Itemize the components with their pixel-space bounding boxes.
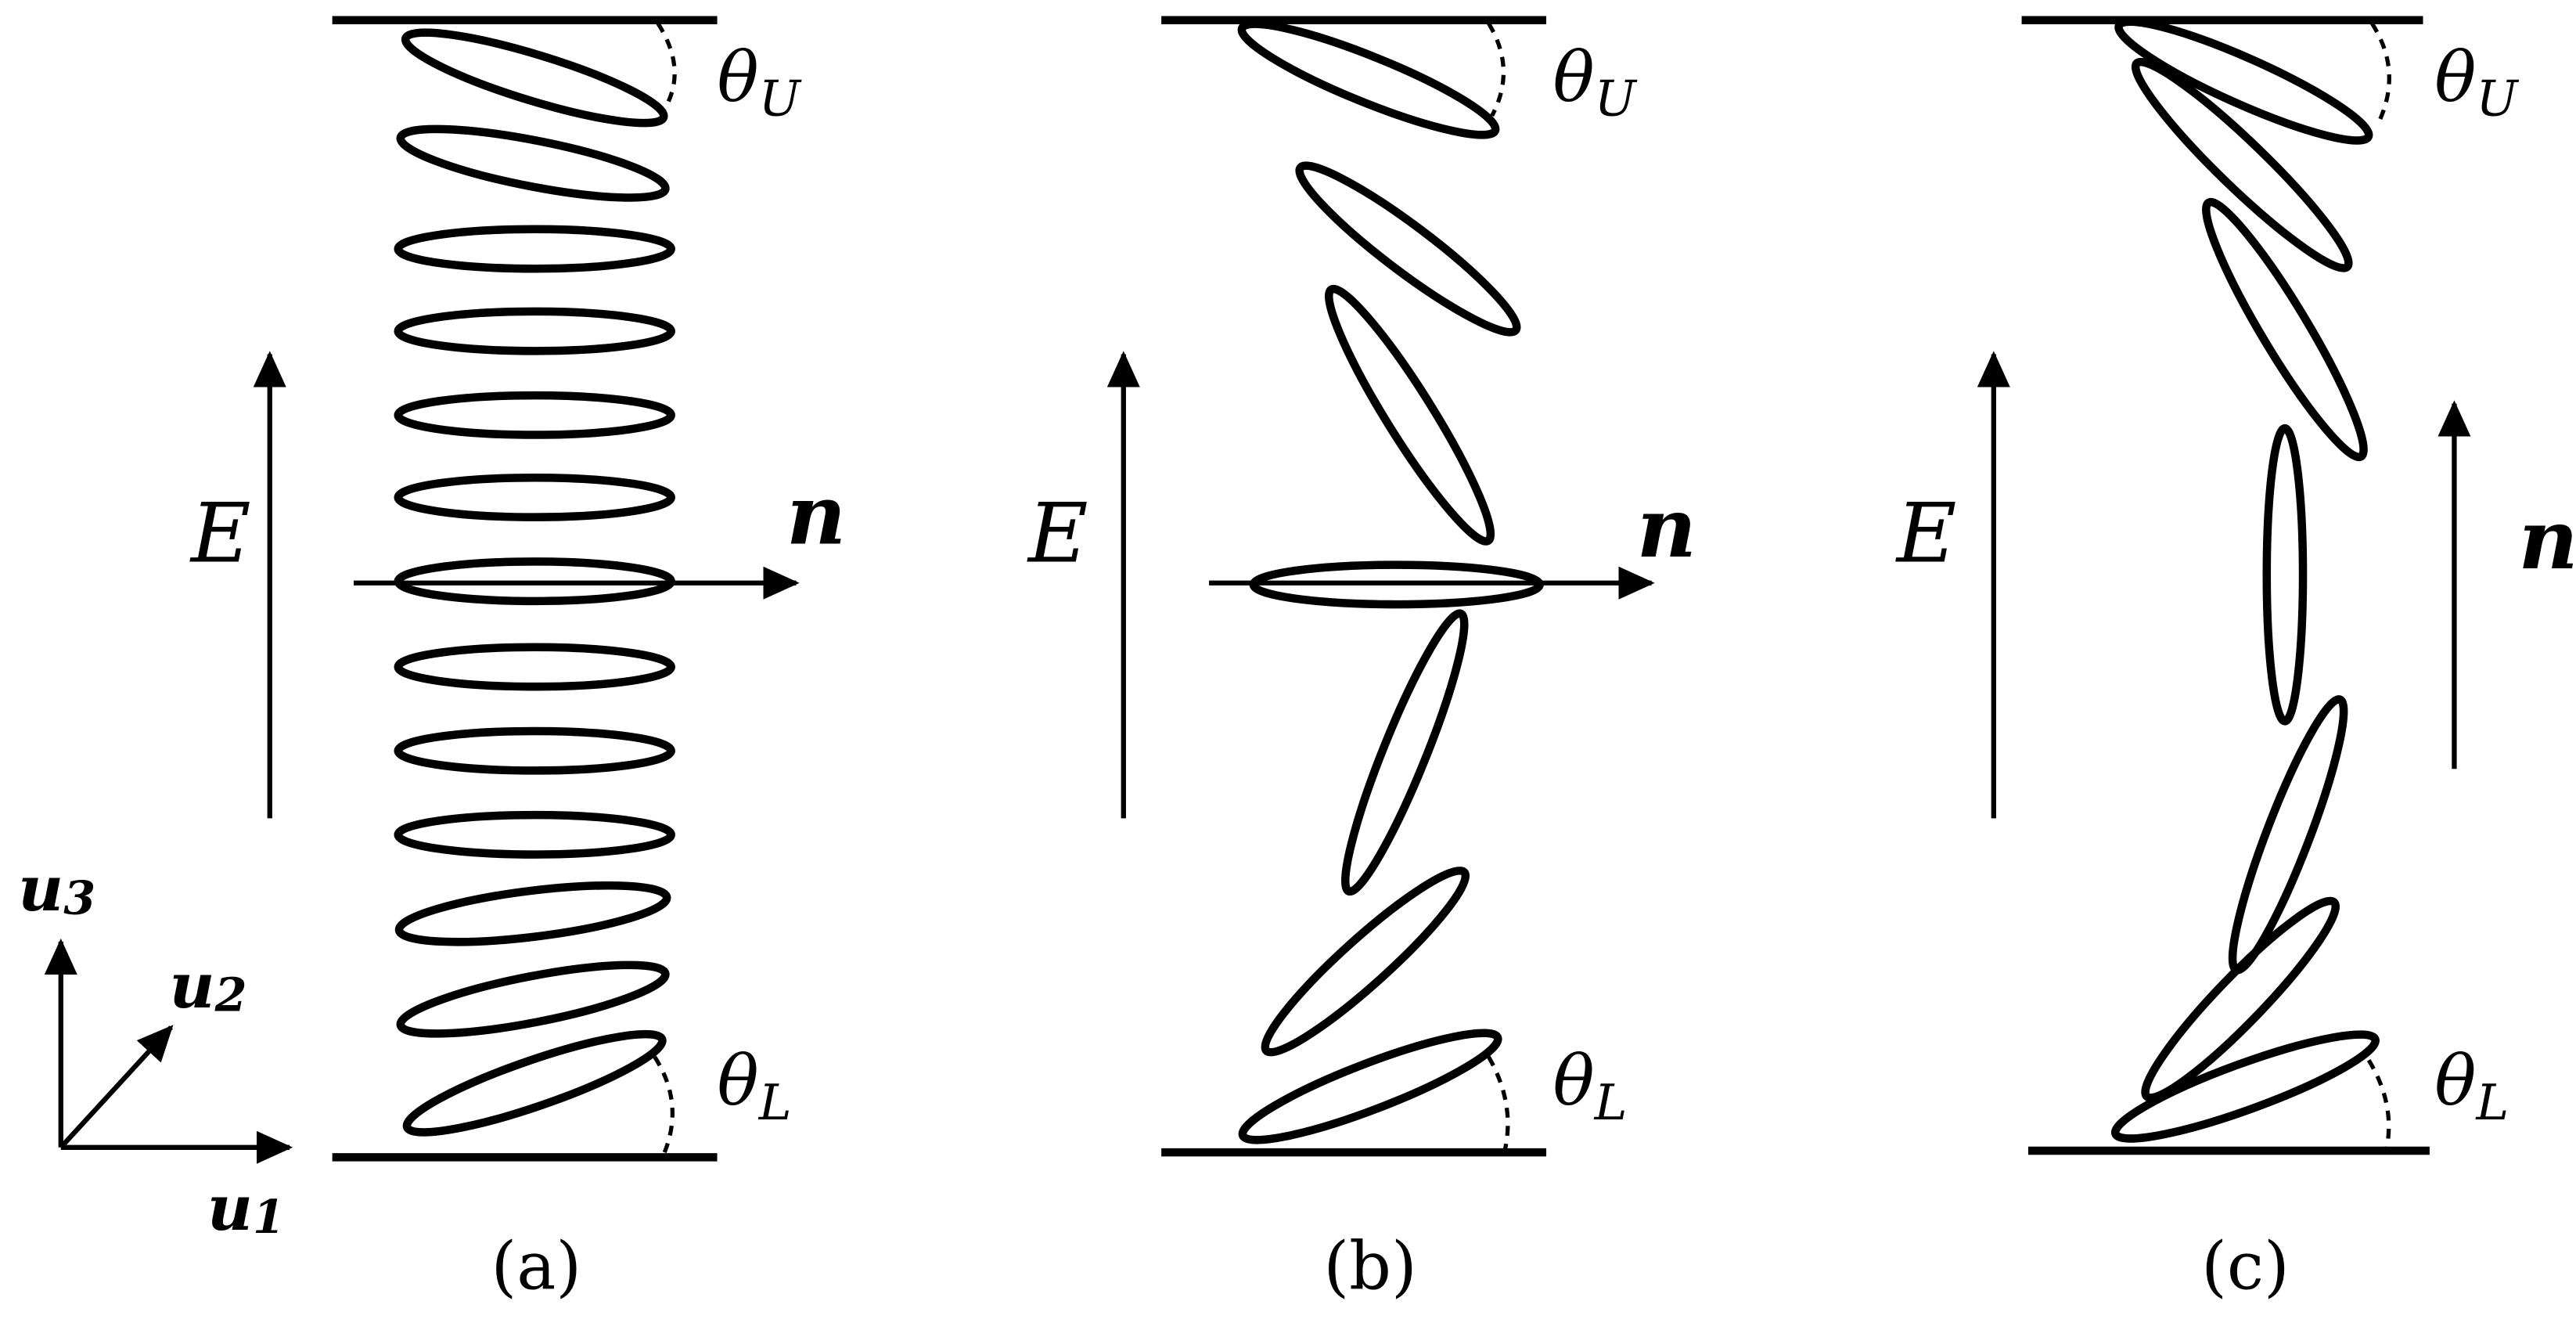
molecule-stack — [2110, 17, 2380, 1143]
upper-angle-arc — [2370, 22, 2391, 120]
field-label: E — [1895, 485, 1957, 581]
coordinate-axes: u1 u2 u3 — [18, 852, 293, 1245]
upper-angle-label: θU — [718, 37, 802, 128]
molecule — [394, 225, 675, 273]
molecule — [402, 1029, 667, 1137]
lower-angle-label: θL — [2434, 1040, 2509, 1131]
upper-angle-label: θU — [2434, 37, 2519, 128]
panel-a: E n θU θL (a) — [189, 16, 846, 1305]
upper-angle-arc — [1487, 22, 1506, 117]
molecule — [2110, 1030, 2380, 1143]
lower-angle-arc — [2366, 1059, 2391, 1148]
lower-angle-label: θL — [718, 1040, 792, 1131]
molecule — [394, 473, 675, 521]
panel-caption: (b) — [1323, 1228, 1416, 1305]
molecule — [2202, 197, 2368, 462]
lower-angle-arc — [653, 1055, 675, 1154]
panel-caption: (a) — [491, 1228, 581, 1305]
molecule — [394, 881, 671, 946]
molecule — [394, 307, 675, 355]
upper-angle-arc — [656, 22, 677, 110]
molecule — [1295, 161, 1521, 337]
molecule — [1261, 866, 1470, 1057]
upper-angle-label: θU — [1552, 37, 1637, 128]
director-label: n — [2518, 491, 2576, 588]
director-label: n — [786, 466, 846, 563]
molecule — [1340, 609, 1469, 896]
panel-c: E n θU θL (c) — [1895, 16, 2576, 1305]
molecule — [1238, 1029, 1502, 1144]
molecule — [396, 960, 670, 1038]
u2-axis — [59, 1025, 174, 1149]
molecule — [394, 810, 675, 859]
molecule — [396, 124, 670, 202]
molecule — [2228, 695, 2348, 975]
molecule — [1324, 284, 1495, 546]
director-label: n — [1637, 479, 1696, 576]
u3-label: u3 — [18, 852, 95, 925]
molecule — [394, 643, 675, 691]
panel-b: E n θU θL (b) — [1027, 16, 1696, 1305]
molecule — [401, 28, 668, 128]
u2-label: u2 — [170, 949, 247, 1022]
molecule — [2131, 57, 2353, 272]
field-label: E — [189, 485, 251, 581]
lower-angle-arc — [1487, 1055, 1510, 1150]
u1-label: u1 — [207, 1171, 285, 1245]
molecule — [2114, 17, 2373, 145]
molecule — [2141, 896, 2340, 1102]
molecule — [2262, 423, 2308, 726]
molecule-stack — [1237, 20, 1544, 1144]
lower-angle-label: θL — [1552, 1040, 1627, 1131]
field-label: E — [1027, 485, 1088, 581]
molecule — [394, 726, 675, 775]
molecule — [1237, 20, 1500, 139]
panel-caption: (c) — [2201, 1228, 2290, 1305]
molecule — [394, 391, 675, 439]
